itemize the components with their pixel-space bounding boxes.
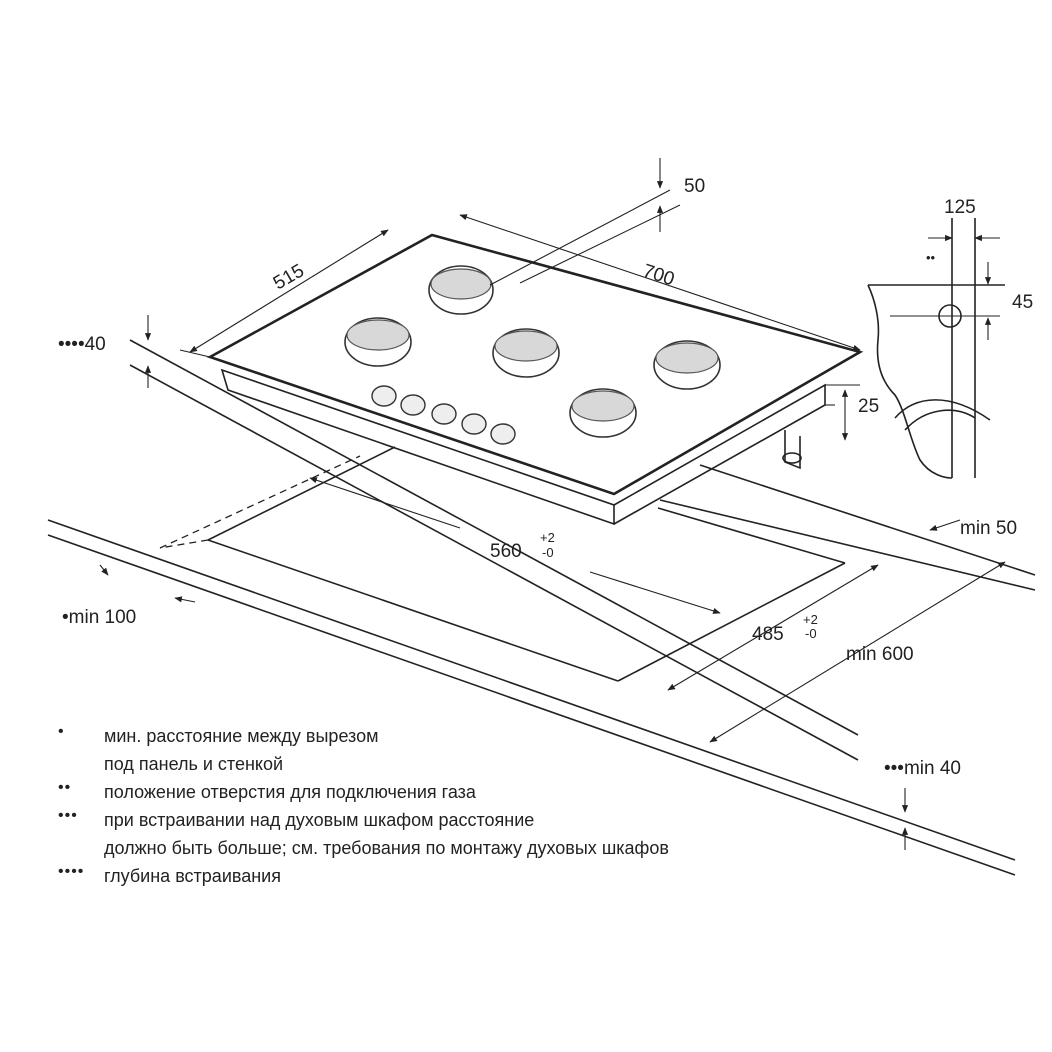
legend-mark: •••	[58, 807, 78, 824]
burners	[344, 265, 721, 438]
label-cutout-depth-485: 485	[752, 624, 784, 645]
label-cutout-depth-tol-minus: -0	[805, 626, 817, 641]
legend-mark: ••••	[58, 863, 85, 880]
dimension-lines	[99, 158, 1006, 850]
label-cutout-width-560: 560	[490, 541, 522, 562]
label-side-125: 125	[944, 197, 976, 218]
burner-back	[428, 265, 494, 315]
knob-4	[461, 413, 487, 435]
legend-mark: ••	[58, 779, 72, 796]
knob-5	[490, 423, 516, 445]
control-knobs	[371, 385, 516, 445]
label-cutout-depth-tol-plus: +2	[803, 612, 818, 627]
side-detail	[867, 218, 1005, 479]
knob-3	[431, 403, 457, 425]
label-depth-40: ••••40	[58, 334, 106, 355]
label-min-40: •••min 40	[884, 758, 961, 779]
legend-text: глубина встраивания	[104, 866, 281, 886]
burner-right	[653, 340, 721, 390]
label-depth-515: 515	[270, 260, 308, 294]
legend-text: под панель и стенкой	[104, 754, 284, 774]
burner-front	[569, 388, 637, 438]
label-cutout-width-tol-minus: -0	[542, 545, 554, 560]
label-height-25: 25	[858, 396, 879, 417]
legend-text: при встраивании над духовым шкафом расст…	[104, 810, 535, 830]
legend-text: положение отверстия для подключения газа	[104, 782, 476, 802]
legend-text: мин. расстояние между вырезом	[104, 726, 379, 746]
label-min-50: min 50	[960, 518, 1017, 539]
legend-mark: •	[58, 723, 65, 740]
label-gas-hole-45: 45	[1012, 292, 1033, 313]
burner-left	[344, 317, 412, 367]
knob-1	[371, 385, 397, 407]
label-min-100: •min 100	[62, 607, 136, 628]
label-width-700: 700	[640, 261, 677, 291]
label-detail-mark: ••	[926, 250, 936, 265]
label-cutout-width-tol-plus: +2	[540, 530, 555, 545]
burner-center	[492, 328, 560, 378]
knob-2	[400, 394, 426, 416]
label-min-600: min 600	[846, 644, 914, 665]
label-gap-50: 50	[684, 176, 705, 197]
legend-text: должно быть больше; см. требования по мо…	[104, 838, 669, 858]
